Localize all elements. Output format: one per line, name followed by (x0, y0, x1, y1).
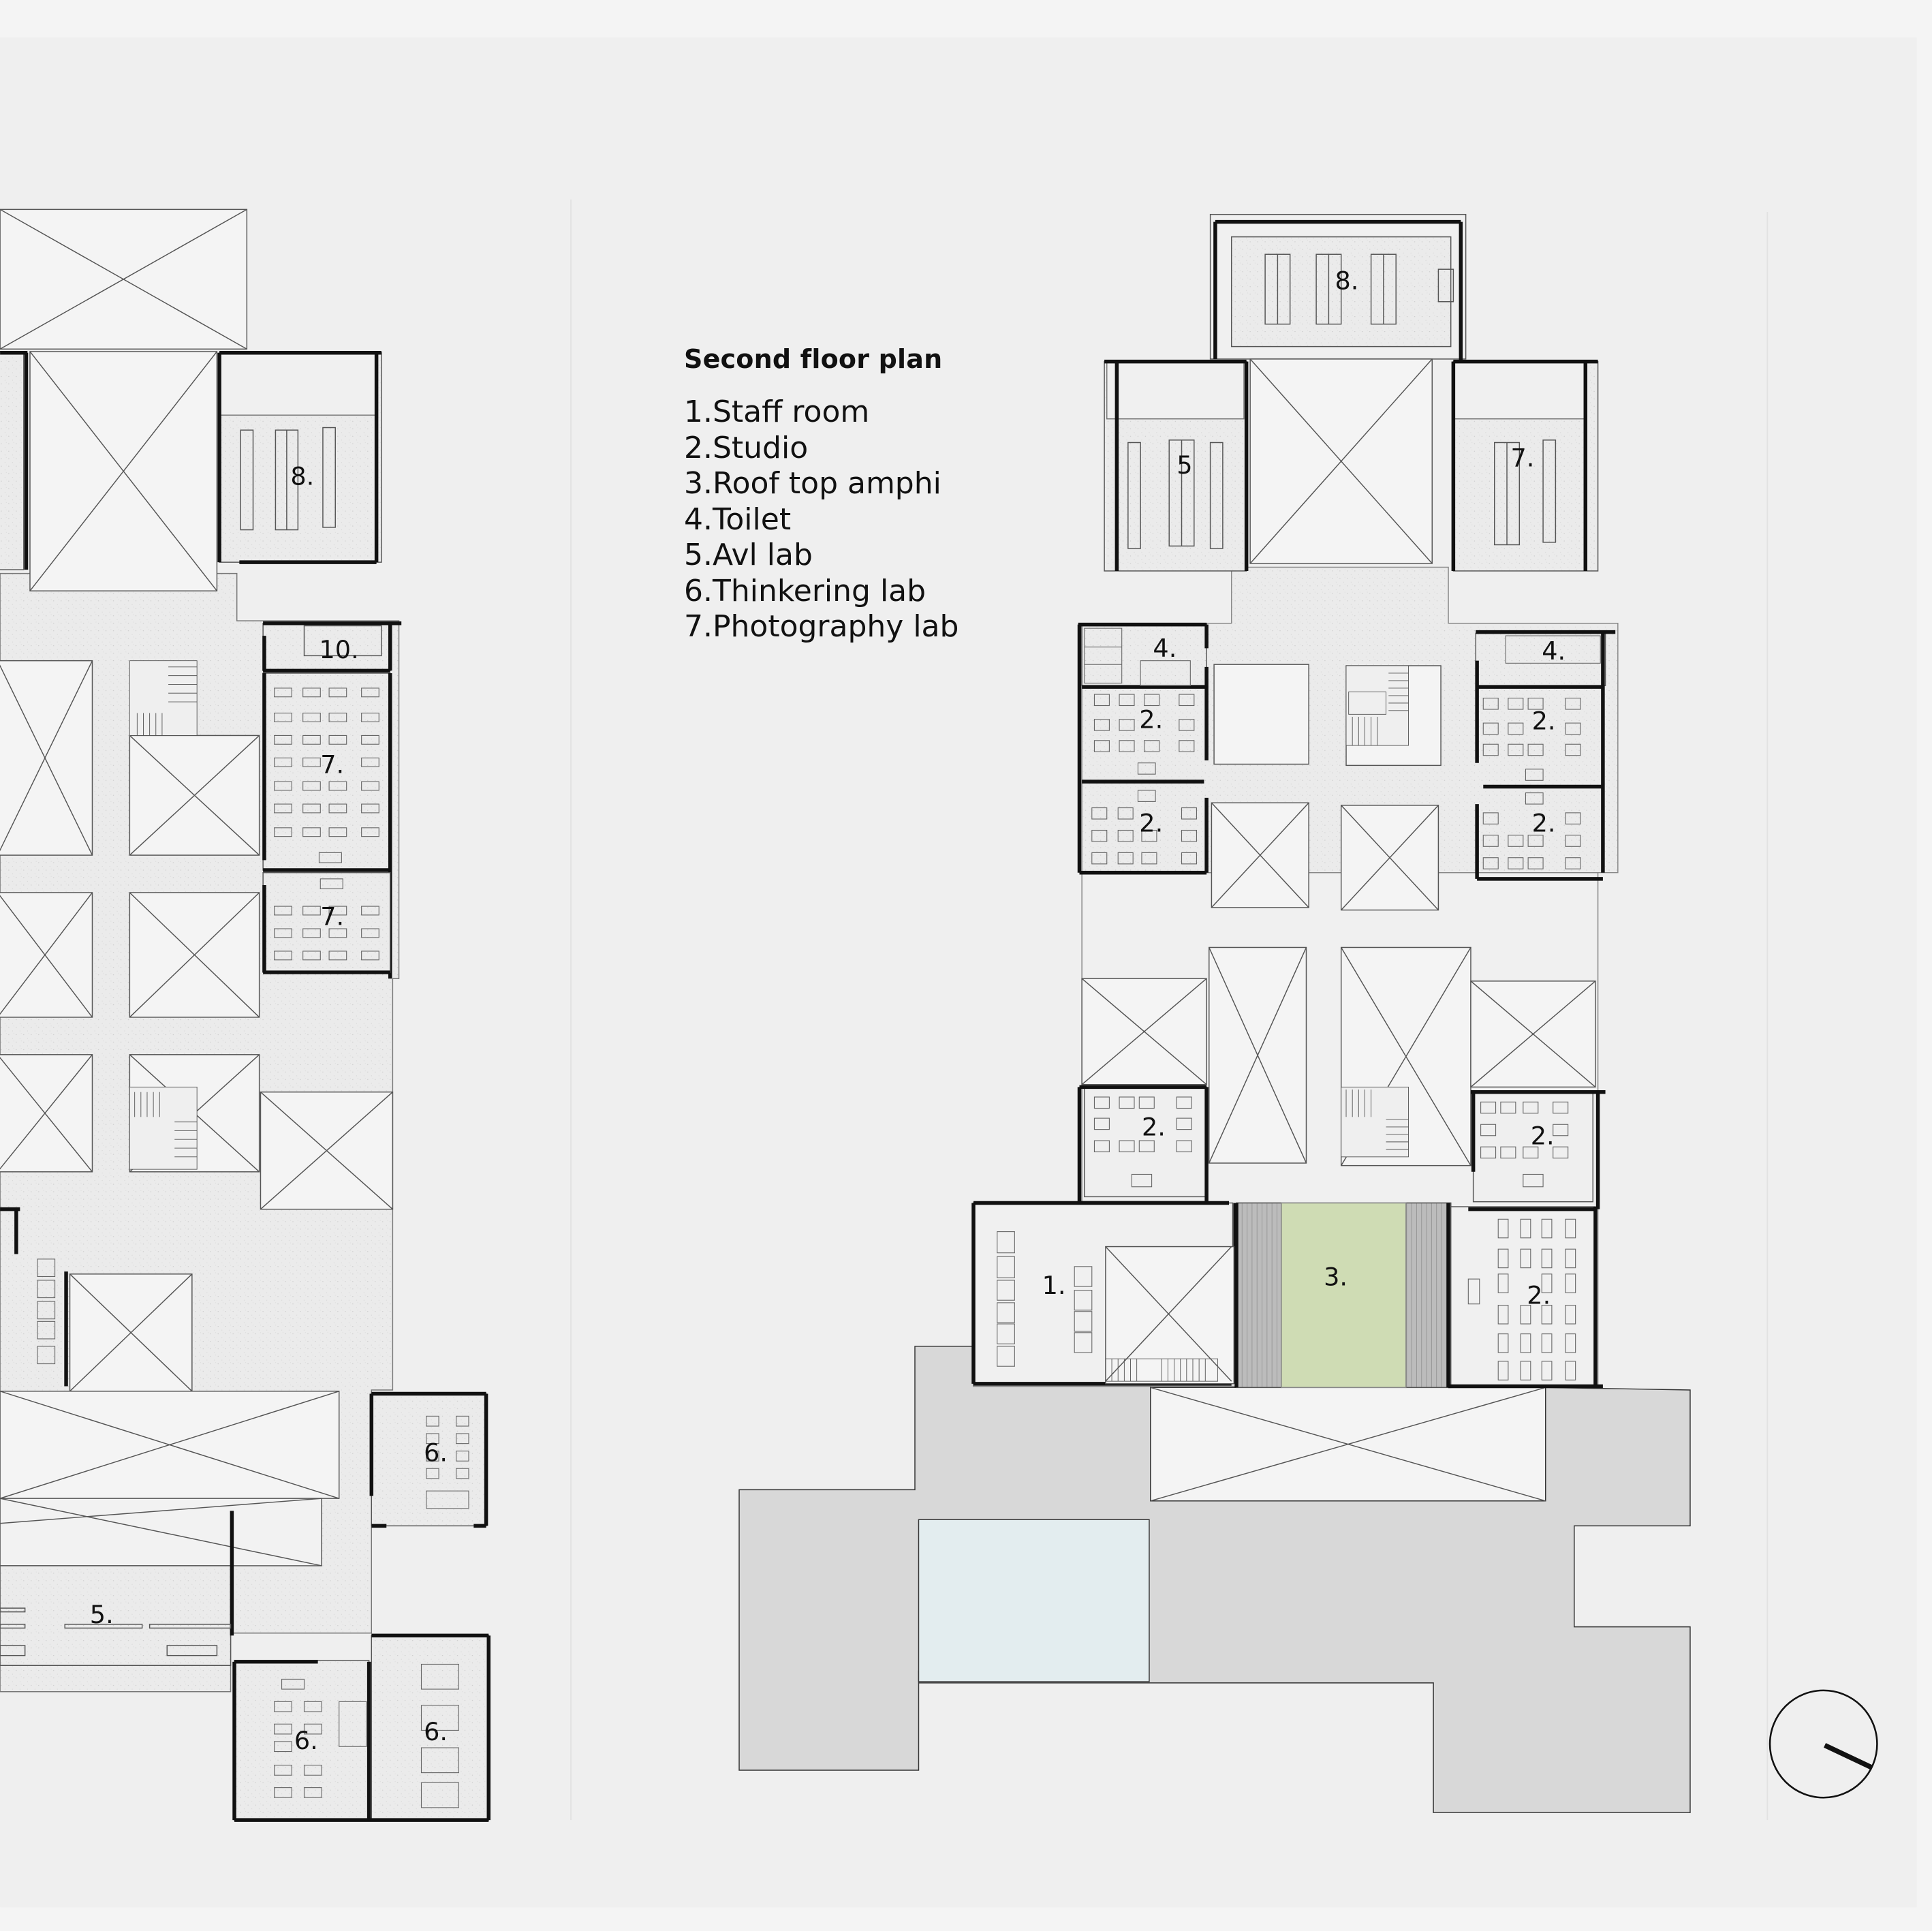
label-room-3: 3. (1324, 1262, 1347, 1291)
legend-item-avl-lab: 5.Avl lab (684, 538, 813, 572)
label-room-2b: 2. (1532, 706, 1556, 735)
legend-list: 1.Staff room 2.Studio 3.Roof top amphi 4… (684, 395, 959, 645)
north-arrow-icon (1769, 1689, 1878, 1799)
room-4a-toilet (1081, 623, 1207, 686)
right-plan-labels: 8. 5 7. 4. 4. 2. 2. 2. 2. 2. 2. 2. 1. 3. (1042, 266, 1566, 1310)
label-room-5: 5 (1177, 450, 1192, 480)
label-room-6a: 6. (424, 1438, 448, 1467)
glass-roof (918, 1519, 1150, 1682)
label-room-4a: 4. (1153, 634, 1177, 663)
left-plan-labels: 8. 10. 7. 7. 5. 6. 6. 6. (90, 462, 448, 1755)
label-room-2e: 2. (1142, 1113, 1166, 1142)
label-room-8: 8. (290, 462, 314, 491)
room-7b (262, 871, 391, 973)
left-floor-plan (0, 208, 491, 1822)
right-floor-plan (738, 213, 1691, 1813)
legend-item-staff-room: 1.Staff room (684, 395, 870, 429)
legend-item-roof-top-amphi: 3.Roof top amphi (684, 466, 941, 501)
stair-lower-left (129, 1086, 198, 1170)
label-room-7b: 7. (320, 902, 344, 931)
label-room-5: 5. (90, 1600, 114, 1629)
label-room-2d: 2. (1532, 808, 1556, 837)
room-6a (371, 1393, 487, 1527)
room-2e (1084, 1086, 1207, 1198)
label-room-7: 7. (1511, 443, 1535, 472)
room-6c (371, 1635, 490, 1821)
label-room-2a: 2. (1139, 705, 1163, 734)
legend-item-studio: 2.Studio (684, 430, 809, 465)
label-room-2g: 2. (1527, 1281, 1551, 1310)
label-room-10: 10. (319, 635, 358, 664)
stair-upper-left (129, 660, 198, 736)
legend-title: Second floor plan (684, 344, 943, 374)
legend-item-thinkering-lab: 6.Thinkering lab (684, 573, 926, 608)
label-room-2f: 2. (1531, 1122, 1555, 1151)
label-room-4b: 4. (1542, 636, 1565, 666)
stair-upper-right (1345, 665, 1409, 746)
label-room-1: 1. (1042, 1271, 1066, 1300)
label-room-6b: 6. (294, 1726, 318, 1755)
label-room-7a: 7. (320, 750, 344, 779)
label-room-2c: 2. (1139, 808, 1163, 837)
legend-item-photography-lab: 7.Photography lab (684, 609, 959, 644)
legend: Second floor plan 1.Staff room 2.Studio … (684, 344, 959, 645)
room-5 (0, 1565, 232, 1667)
label-room-8: 8. (1335, 266, 1359, 295)
room-6b (234, 1660, 370, 1821)
legend-item-toilet: 4.Toilet (684, 501, 792, 537)
stair-lower-right (1341, 1086, 1409, 1158)
room-4b-toilet (1475, 632, 1606, 686)
room-2g (1450, 1206, 1596, 1387)
label-room-6c: 6. (424, 1717, 448, 1746)
